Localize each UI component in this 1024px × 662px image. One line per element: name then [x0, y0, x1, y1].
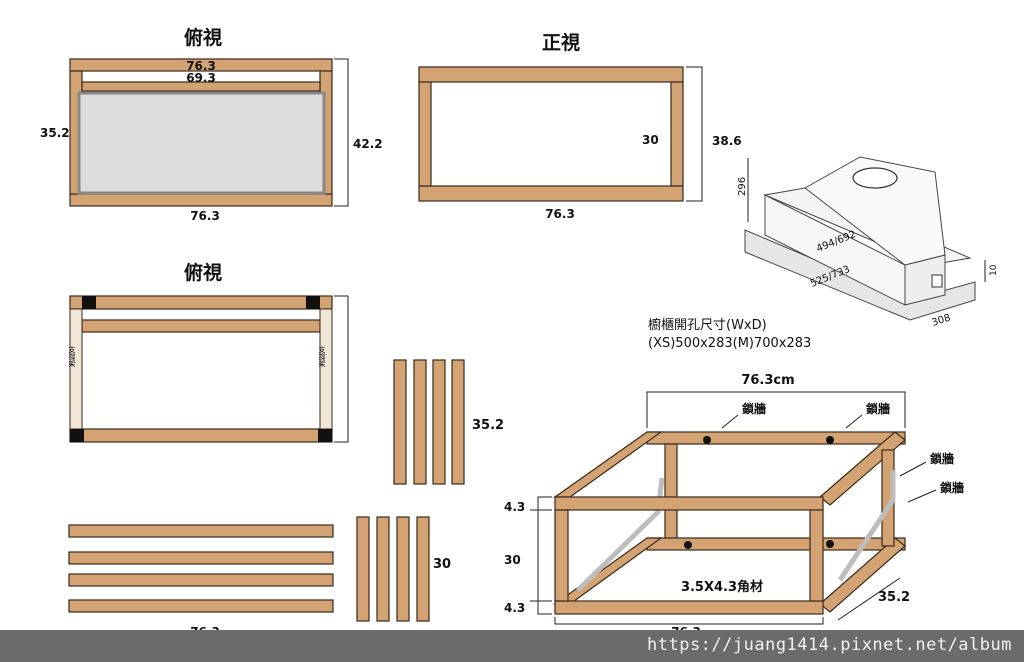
parts-horizontal: 76.3 — [68, 524, 334, 639]
back-top-rail — [646, 431, 906, 445]
front-view-title: 正視 — [542, 31, 580, 54]
front-right-post-3d — [809, 509, 824, 602]
cutout-sizes: (XS)500x283(M)700x283 — [648, 336, 811, 351]
top-view-2: 俯視 支撐架 支撐架 — [68, 261, 349, 443]
top-view-1: 俯視 76.3 69.3 35.2 42.2 76.3 — [40, 26, 383, 223]
frame-height-dim — [537, 496, 552, 615]
vertical-long-label: 35.2 — [472, 418, 504, 433]
watermark-url: https://juang1414.pixnet.net/album — [647, 635, 1012, 655]
wall-lock-arrow-4 — [907, 489, 937, 503]
height-label: 42.2 — [353, 137, 383, 151]
frame-depth-label: 35.2 — [878, 590, 910, 605]
front-bottom-rail — [418, 185, 684, 202]
back-left-post — [664, 443, 678, 548]
vertical-short-label: 30 — [433, 557, 451, 572]
tv2-left-support — [69, 308, 83, 430]
bolt-hole-1 — [703, 436, 711, 444]
front-top-rail — [418, 66, 684, 83]
hood-duct-outlet — [852, 167, 898, 189]
bottom-rail-label: 4.3 — [504, 601, 525, 615]
outer-width-label: 76.3 — [186, 59, 216, 73]
tv2-corner-br — [318, 429, 332, 442]
right-bottom-side-rail — [819, 537, 906, 613]
bottom-rail — [69, 193, 333, 207]
depth-label: 35.2 — [40, 126, 70, 140]
tv2-corner-tl — [82, 296, 96, 309]
frame-bottom-width-dim — [554, 617, 824, 625]
top-view-1-title: 俯視 — [184, 26, 222, 49]
front-top-rail-3d — [554, 496, 824, 511]
tv2-inner-rail — [81, 319, 321, 333]
wall-lock-2: 鎖牆 — [866, 401, 890, 416]
left-bottom-side-rail — [553, 537, 663, 605]
tv2-corner-bl — [70, 429, 84, 442]
inner-height-label: 30 — [642, 133, 659, 147]
material-label: 3.5X4.3角材 — [681, 579, 763, 595]
front-left-post — [418, 81, 432, 187]
hood-side-label: 308 — [931, 312, 953, 328]
bolt-hole-4 — [826, 540, 834, 548]
tv2-top-rail — [69, 295, 333, 310]
top-rail-label: 4.3 — [504, 500, 525, 514]
outer-height-label: 38.6 — [712, 134, 742, 148]
frame-width-label: 76.3cm — [741, 373, 794, 388]
wall-lock-1: 鎖牆 — [742, 401, 766, 416]
right-bracket — [837, 470, 896, 582]
wall-lock-arrow-1 — [721, 414, 739, 429]
tv2-corner-tr — [306, 296, 320, 309]
wall-lock-3: 鎖牆 — [930, 451, 954, 466]
range-hood-illustration: 296 494/692 525/733 308 10 櫥櫃開孔尺寸(WxD) (… — [648, 156, 999, 351]
front-width-label: 76.3 — [545, 207, 575, 221]
bottom-width-label: 76.3 — [190, 209, 220, 223]
middle-label: 30 — [504, 553, 521, 567]
hood-outline — [77, 91, 326, 195]
parts-vertical-long: 35.2 — [393, 359, 504, 485]
left-top-side-rail — [553, 431, 663, 498]
bolt-hole-3 — [684, 541, 692, 549]
watermark-bar: https://juang1414.pixnet.net/album — [0, 630, 1024, 662]
tv2-right-support — [319, 308, 333, 430]
wall-lock-arrow-3 — [899, 461, 927, 477]
top-rail — [69, 58, 333, 72]
front-left-post-3d — [554, 509, 569, 602]
front-view: 正視 30 38.6 76.3 — [418, 31, 742, 221]
hood-control-panel — [931, 274, 943, 288]
left-bracket — [576, 477, 665, 592]
top-view-2-title: 俯視 — [184, 261, 222, 284]
tv2-bottom-rail — [69, 428, 333, 443]
outer-height-dimension-line — [686, 66, 703, 202]
left-support-label: 支撐架 — [68, 345, 76, 368]
inner-width-label: 69.3 — [186, 71, 216, 85]
height-dimension-line — [334, 58, 349, 207]
frame-width-dim — [646, 391, 906, 428]
wall-lock-4: 鎖牆 — [940, 480, 964, 495]
front-bottom-rail-3d — [554, 600, 824, 615]
parts-vertical-short: 30 — [356, 516, 451, 622]
right-support-label: 支撐架 — [318, 345, 326, 368]
wall-lock-arrow-2 — [845, 414, 863, 429]
tv2-height-dim — [334, 295, 349, 443]
hood-thickness-label: 10 — [989, 264, 999, 276]
frame-depth-dim — [837, 577, 901, 621]
cutout-title: 櫥櫃開孔尺寸(WxD) — [648, 317, 767, 333]
hood-height-label: 296 — [737, 177, 748, 196]
frame-3d: 76.3cm 鎖牆 鎖牆 鎖牆 鎖牆 — [504, 373, 964, 639]
bolt-hole-2 — [826, 436, 834, 444]
inner-top-rail — [81, 81, 321, 92]
hood-upper-body — [804, 156, 946, 266]
front-right-post — [670, 81, 684, 187]
